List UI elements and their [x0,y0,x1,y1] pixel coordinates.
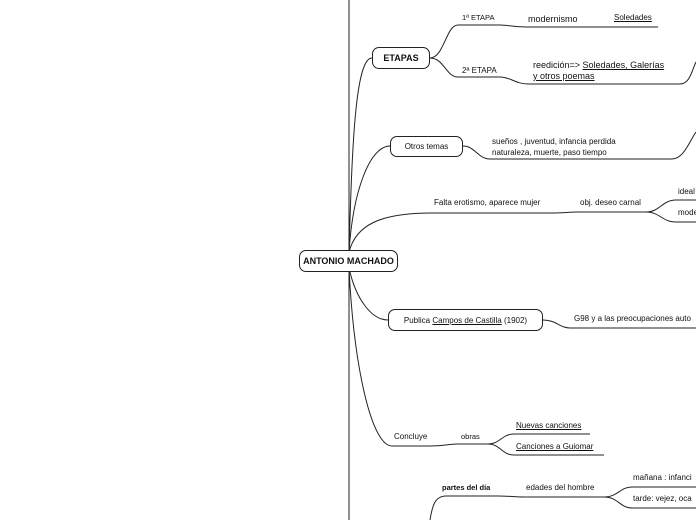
connector-guiomar [487,443,604,456]
campos-work: Campos de Castilla [432,315,502,325]
deseo-label: obj. deseo carnal [580,198,641,207]
central-topic-node[interactable]: ANTONIO MACHADO [299,250,398,272]
connector-mode [645,211,696,223]
modernismo-node[interactable]: modernismo [528,14,578,24]
connector-concluye [348,267,393,447]
connector-primera-etapa [429,24,500,59]
campos-prefix: Publica [403,315,433,325]
central-topic-label: ANTONIO MACHADO [303,256,394,266]
connector-otros-temas [348,145,391,253]
deseo-node[interactable]: obj. deseo carnal [580,198,641,207]
partes-dia-node[interactable]: partes del día [442,483,491,493]
partes-dia-label: partes del día [442,483,491,492]
tarde-node[interactable]: tarde: vejez, oca [633,494,692,503]
connector-concluye-underline [392,443,488,447]
connector-edades [497,495,604,498]
canciones-guiomar-node[interactable]: Canciones a Guiomar [516,442,593,451]
g98-label: G98 y a las preocupaciones auto [574,314,691,323]
connector-partes [429,495,498,520]
connector-tarde [603,496,696,509]
soledades-label: Soledades [614,13,652,22]
etapas-node[interactable]: ETAPAS [372,47,430,69]
primera-etapa-label: 1ª ETAPA [462,13,495,22]
connector-reedicion [499,61,696,85]
etapas-label: ETAPAS [383,53,419,63]
connector-ideal [645,199,696,213]
connector-segunda-etapa [429,57,500,78]
connector-otros-temas-child [462,131,696,160]
connector-erotismo [348,212,433,253]
reedicion-prefix: reedición=> [533,60,583,70]
reedicion-node[interactable]: reedición=> Soledades, Galerías y otros … [533,60,664,82]
manana-label: mañana : infanci [633,473,692,482]
connector-campos-child [542,319,696,329]
connector-erotismo-underline [432,211,646,214]
mode-label: mode [678,208,696,217]
connector-nuevas [487,433,590,445]
nuevas-canciones-label: Nuevas canciones [516,421,582,430]
reedicion-work-line2: y otros poemas [533,71,595,81]
otros-temas-label: Otros temas [404,142,449,151]
edades-label: edades del hombre [526,483,595,492]
obras-node[interactable]: obras [461,432,480,442]
otros-temas-node[interactable]: Otros temas [390,136,463,157]
edades-node[interactable]: edades del hombre [526,483,595,492]
mode-node[interactable]: mode [678,208,696,217]
modernismo-label: modernismo [528,14,578,24]
campos-node[interactable]: Publica Campos de Castilla (1902) [388,309,543,331]
ideal-node[interactable]: ideal [678,187,695,196]
obras-label: obras [461,432,480,441]
erotismo-label: Falta erotismo, aparece mujer [434,198,541,207]
tarde-label: tarde: vejez, oca [633,494,692,503]
nuevas-canciones-node[interactable]: Nuevas canciones [516,421,581,430]
otros-temas-detail[interactable]: sueños , juventud, infancia perdida natu… [492,136,616,158]
canciones-guiomar-label: Canciones a Guiomar [516,442,594,451]
connector-etapas [348,57,373,253]
concluye-node[interactable]: Concluye [394,432,427,441]
ideal-label: ideal [678,187,695,196]
primera-etapa-node[interactable]: 1ª ETAPA [462,13,495,23]
otros-temas-line1: sueños , juventud, infancia perdida [492,137,616,146]
manana-node[interactable]: mañana : infanci [633,473,692,482]
segunda-etapa-node[interactable]: 2ª ETAPA [462,66,497,75]
connector-campos [348,267,389,321]
reedicion-line1: reedición=> Soledades, Galerías [533,60,664,71]
g98-node[interactable]: G98 y a las preocupaciones auto [574,314,691,323]
reedicion-work-line1: Soledades, Galerías [582,60,665,70]
connector-manana [603,486,696,498]
soledades-node[interactable]: Soledades [614,13,652,22]
connector-modernismo [499,24,597,28]
segunda-etapa-label: 2ª ETAPA [462,66,497,75]
concluye-label: Concluye [394,432,428,441]
campos-suffix: (1902) [501,315,528,325]
erotismo-node[interactable]: Falta erotismo, aparece mujer [434,198,540,207]
otros-temas-line2: naturaleza, muerte, paso tiempo [492,148,607,157]
